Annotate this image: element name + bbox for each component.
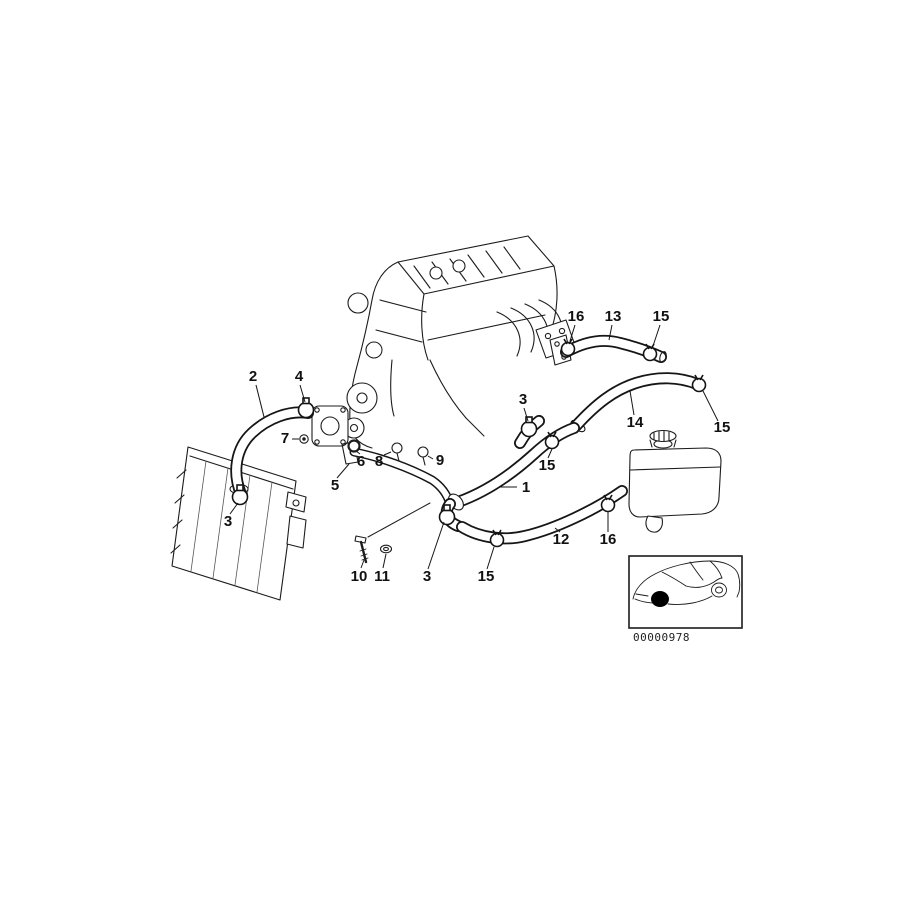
part-callout[interactable]: 15: [539, 457, 556, 474]
expansion-tank-sketch: [628, 429, 722, 533]
part-callout[interactable]: 12: [553, 531, 570, 548]
hose-12: [456, 485, 628, 545]
car-thumbnail-frame: [628, 555, 743, 629]
part-callout[interactable]: 3: [519, 391, 527, 408]
part-callout[interactable]: 13: [605, 308, 622, 325]
part-callout[interactable]: 15: [653, 308, 670, 325]
o-ring-6: [347, 439, 361, 453]
hose-2: [230, 406, 314, 500]
part-callout[interactable]: 10: [351, 568, 368, 585]
part-callout[interactable]: 4: [295, 368, 304, 385]
clamp-4: [297, 397, 315, 419]
part-callout[interactable]: 9: [436, 452, 444, 469]
part-callout[interactable]: 1: [522, 479, 530, 496]
small-parts: [299, 434, 431, 564]
callout-labels: 2 4 16 13 15 3 14 15 7 6 8 9 5 1 15 3 12…: [224, 308, 731, 585]
part-callout[interactable]: 11: [374, 568, 390, 585]
part-callout[interactable]: 8: [375, 453, 383, 470]
radiator-sketch: [170, 446, 307, 601]
part-callout[interactable]: 3: [423, 568, 431, 585]
part-callout[interactable]: 3: [224, 513, 232, 530]
part-callout[interactable]: 16: [568, 308, 585, 325]
thermostat-housing: [311, 405, 349, 447]
part-callout[interactable]: 6: [357, 453, 365, 470]
leader-lines: [229, 324, 719, 570]
part-callout[interactable]: 15: [478, 568, 495, 585]
hose-1: [452, 422, 580, 508]
car-thumbnail: [628, 555, 743, 629]
part-callout[interactable]: 7: [281, 430, 289, 447]
part-callout[interactable]: 16: [600, 531, 617, 548]
part-callout[interactable]: 15: [714, 419, 731, 436]
bolt-10: [354, 535, 367, 544]
sensor-9: [417, 446, 429, 458]
part-callout[interactable]: 2: [249, 368, 257, 385]
part-callout[interactable]: 14: [627, 414, 644, 431]
sensor-8: [391, 442, 403, 454]
part-callout[interactable]: 5: [331, 477, 339, 494]
diagram-id: 00000978: [633, 631, 690, 644]
car-front-wheel: [651, 591, 669, 607]
